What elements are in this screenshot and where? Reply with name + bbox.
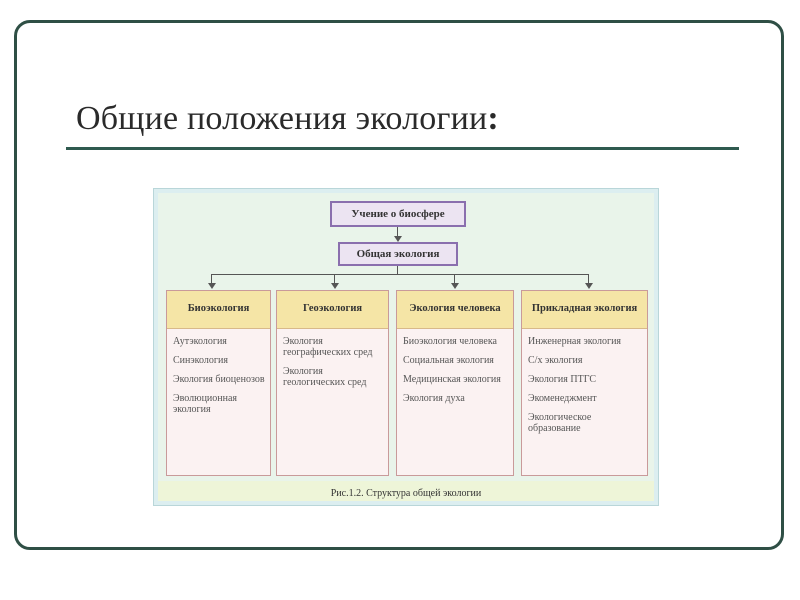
connector-drop-3	[454, 274, 455, 285]
column-item: Социальная экология	[403, 355, 494, 366]
column-header: Геоэкология	[277, 291, 388, 329]
connector-drop-2	[334, 274, 335, 285]
column-item: Экоменеджмент	[528, 393, 597, 404]
column-human-ecology: Экология человека Биоэкология человека С…	[396, 290, 514, 476]
general-ecology-label: Общая экология	[356, 248, 440, 260]
arrow-to-column-3	[451, 283, 459, 289]
column-item: Экология геологических сред	[283, 366, 367, 388]
column-applied-ecology: Прикладная экология Инженерная экология …	[521, 290, 648, 476]
column-item: Медицинская экология	[403, 374, 501, 385]
title-underline	[66, 147, 739, 150]
figure-caption: Рис.1.2. Структура общей экологии	[330, 488, 482, 499]
ecology-structure-figure: Учение о биосфере Общая экология Биоэкол…	[153, 188, 659, 506]
slide-title-text: Общие положения экологии	[76, 100, 488, 137]
arrow-to-column-2	[331, 283, 339, 289]
connector-root-general	[397, 227, 398, 239]
column-item: Экологическое образование	[528, 412, 592, 434]
column-bioecology: Биоэкология Аутэкология Синэкология Экол…	[166, 290, 271, 476]
column-item: Экология ПТГС	[528, 374, 597, 385]
column-item: Биоэкология человека	[403, 336, 497, 347]
column-item: Экология географических сред	[283, 336, 373, 358]
arrow-to-column-1	[208, 283, 216, 289]
connector-general-bus	[397, 266, 398, 274]
arrow-to-column-4	[585, 283, 593, 289]
slide-title: Общие положения экологии:	[76, 100, 499, 138]
connector-horizontal-bus	[211, 274, 588, 275]
connector-drop-1	[211, 274, 212, 285]
arrow-to-general	[394, 236, 402, 242]
column-item: Инженерная экология	[528, 336, 622, 347]
general-ecology-box: Общая экология	[338, 242, 458, 266]
slide-title-colon: :	[487, 100, 499, 137]
column-item: Аутэкология	[173, 336, 227, 347]
column-item: Экология биоценозов	[173, 374, 265, 385]
column-item: С/х экология	[528, 355, 583, 366]
column-geoecology: Геоэкология Экология географических сред…	[276, 290, 389, 476]
root-box: Учение о биосфере	[330, 201, 466, 227]
column-item: Эволюционная экология	[173, 393, 238, 415]
figure-caption-strip	[158, 481, 654, 501]
column-item: Экология духа	[403, 393, 465, 404]
column-header: Прикладная экология	[522, 291, 647, 329]
column-header: Биоэкология	[167, 291, 270, 329]
column-item: Синэкология	[173, 355, 228, 366]
connector-drop-4	[588, 274, 589, 285]
root-box-label: Учение о биосфере	[351, 208, 445, 220]
column-header: Экология человека	[397, 291, 513, 329]
